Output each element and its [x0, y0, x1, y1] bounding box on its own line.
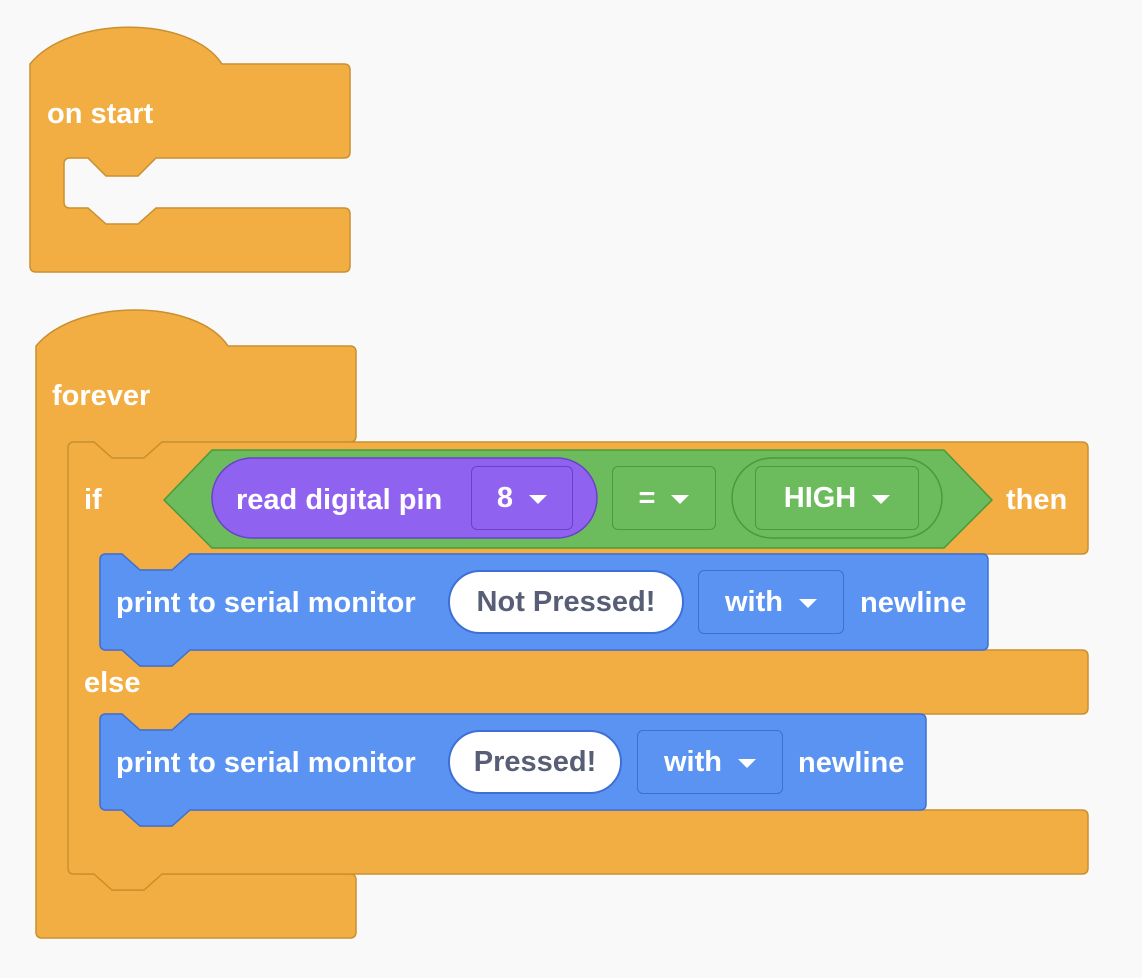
newline-option: with [664, 745, 722, 778]
state-value: HIGH [783, 481, 857, 514]
chevron-down-icon [738, 758, 756, 768]
newline-dropdown[interactable]: with [698, 570, 844, 634]
chevron-down-icon [872, 494, 891, 504]
on-start-label: on start [47, 98, 154, 130]
serial-print-label: print to serial monitor [116, 747, 416, 779]
serial-print-label: print to serial monitor [116, 587, 416, 619]
newline-dropdown[interactable]: with [637, 730, 783, 794]
read-pin-label: read digital pin [236, 484, 443, 516]
else-label: else [84, 667, 141, 699]
forever-label: forever [52, 380, 151, 412]
then-label: then [1006, 484, 1068, 516]
newline-suffix: newline [860, 587, 967, 619]
operator-dropdown[interactable]: = [612, 466, 716, 530]
state-dropdown[interactable]: HIGH [755, 466, 919, 530]
operator-value: = [638, 481, 656, 514]
if-label: if [84, 484, 102, 516]
chevron-down-icon [671, 494, 690, 504]
pin-dropdown[interactable]: 8 [471, 466, 573, 530]
pin-value: 8 [496, 481, 514, 514]
chevron-down-icon [529, 494, 548, 504]
newline-option: with [725, 585, 783, 618]
message-text-input[interactable]: Not Pressed! [448, 570, 684, 634]
newline-suffix: newline [798, 747, 905, 779]
message-text-input[interactable]: Pressed! [448, 730, 622, 794]
chevron-down-icon [799, 598, 817, 608]
